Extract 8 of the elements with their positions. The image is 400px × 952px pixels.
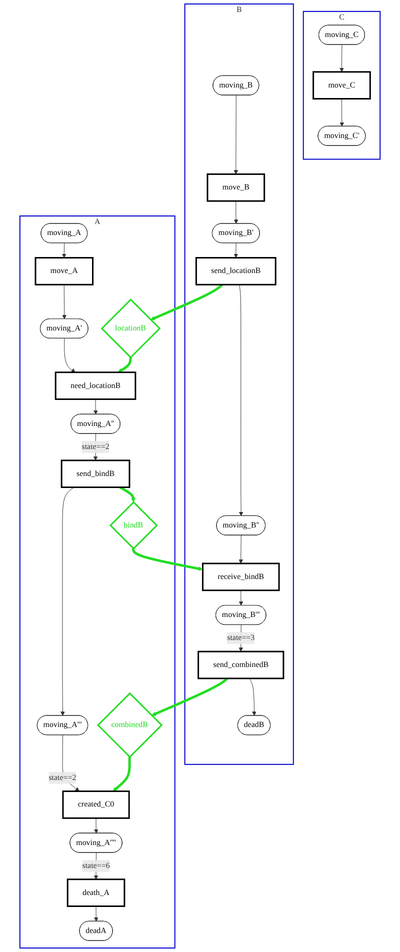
- arrow: [132, 548, 203, 571]
- arrow: [118, 357, 132, 373]
- arrow: [150, 284, 224, 320]
- arrow: [112, 756, 131, 792]
- arrow: [249, 678, 256, 716]
- arrow: [119, 486, 136, 502]
- arrow: [94, 818, 98, 834]
- arrow: [152, 678, 228, 716]
